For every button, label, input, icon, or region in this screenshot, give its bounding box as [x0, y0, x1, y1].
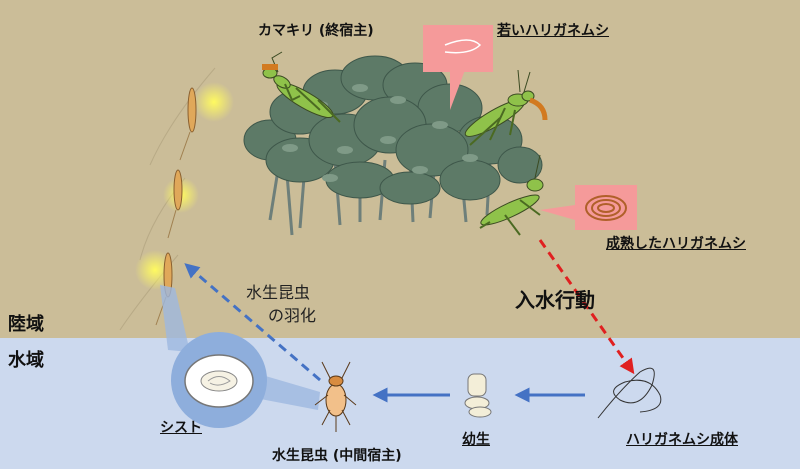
forest-illustration [243, 55, 543, 236]
adult-worm [597, 367, 662, 419]
mature-worm-label: 成熟したハリガネムシ [606, 236, 746, 252]
young-worm-label: 若いハリガネムシ [497, 23, 609, 39]
larva-label: 幼生 [462, 432, 490, 448]
water-entry-label: 入水行動 [515, 288, 595, 312]
water-zone-label: 水域 [8, 350, 44, 371]
mayflies [119, 67, 234, 331]
adult-worm-label: ハリガネムシ成体 [626, 432, 738, 448]
emergence-label-line2: の羽化 [268, 306, 317, 325]
mature-worm-callout [540, 185, 637, 230]
mantis-top [262, 51, 341, 123]
water-area [0, 338, 800, 469]
mantis-right [464, 69, 548, 146]
land-zone-label: 陸域 [8, 314, 44, 335]
emergence-label-line1: 水生昆虫 [246, 283, 311, 302]
larva [464, 373, 492, 418]
water-entry-arrow [538, 239, 635, 375]
cyst-magnifier [160, 285, 320, 428]
mantis-label: カマキリ (終宿主) [258, 23, 374, 39]
land-area [0, 0, 800, 338]
emergence-arrow [184, 263, 321, 382]
mantis-lower [479, 154, 544, 236]
aquatic-insect-label: 水生昆虫 (中間宿主) [272, 448, 402, 464]
young-worm-callout [423, 25, 493, 110]
cyst-label: シスト [160, 420, 202, 436]
aquatic-insect [314, 361, 357, 432]
